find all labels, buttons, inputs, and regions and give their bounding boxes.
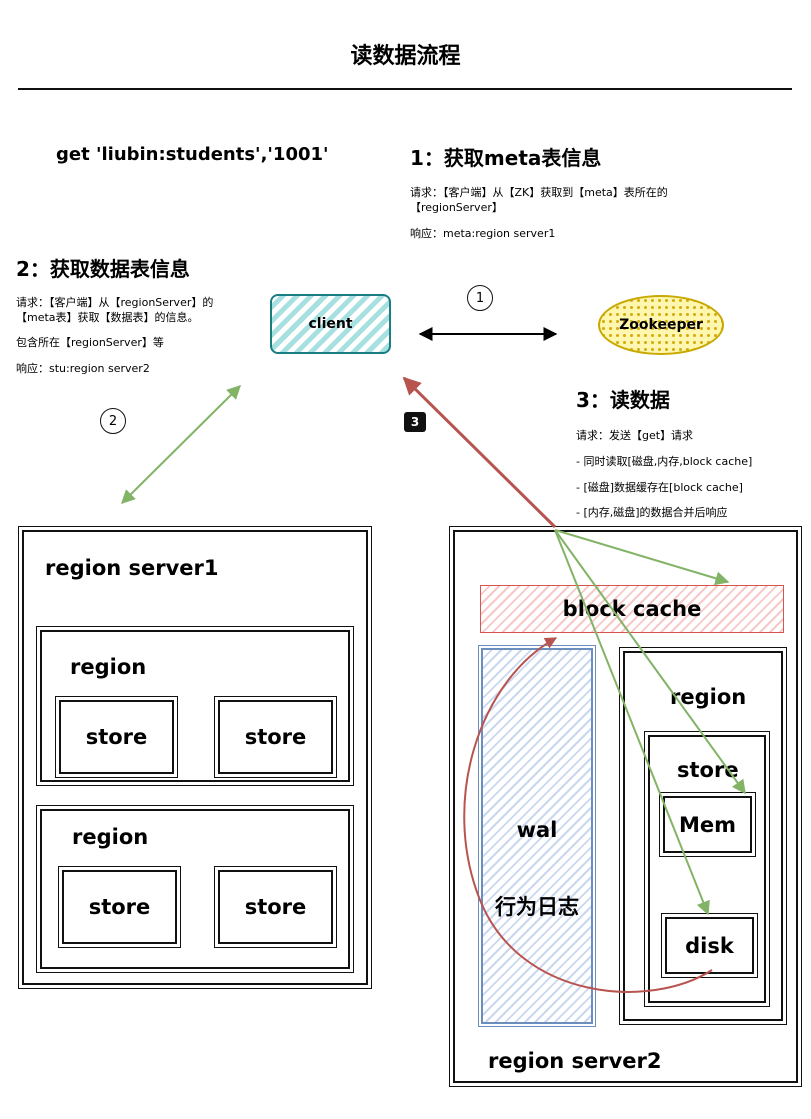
wal-subtitle: 行为日志 bbox=[495, 895, 579, 919]
rs2-store bbox=[644, 731, 770, 1007]
step2-heading: 2：获取数据表信息 bbox=[16, 257, 190, 281]
step1-request-line2: 【regionServer】 bbox=[410, 201, 503, 214]
block-cache: block cache bbox=[480, 585, 784, 633]
client-node[interactable]: client bbox=[270, 294, 391, 354]
read-mem-arrow bbox=[554, 529, 746, 795]
rs1-region-1-label: region bbox=[70, 655, 147, 679]
client-rs1-arrow bbox=[121, 385, 241, 504]
step2-response: 响应：stu:region server2 bbox=[16, 362, 150, 375]
rs1-region-1-store-2: store bbox=[214, 696, 337, 778]
step3-item1: - 同时读取[磁盘,内存,block cache] bbox=[576, 455, 753, 468]
step1-response: 响应：meta:region server1 bbox=[410, 227, 556, 240]
step3-request: 请求：发送【get】请求 bbox=[576, 429, 694, 442]
step2-request-line1: 请求：【客户端】从【regionServer】的 bbox=[16, 296, 214, 309]
response-arrow bbox=[402, 376, 557, 529]
rs1-region-2-store-1: store bbox=[58, 866, 181, 948]
step1-request-line1: 请求：【客户端】从【ZK】获取到【meta】表所在的 bbox=[410, 186, 668, 199]
wal-label: wal bbox=[516, 818, 558, 842]
disk-to-blockcache-arrow bbox=[463, 637, 713, 993]
read-blockcache-arrow bbox=[554, 529, 730, 586]
rs1-region-2 bbox=[36, 805, 354, 973]
step1-heading: 1：获取meta表信息 bbox=[410, 146, 602, 170]
wal-log bbox=[478, 645, 596, 1027]
query-text: get 'liubin:students','1001' bbox=[56, 144, 329, 165]
rs1-region-1 bbox=[36, 626, 354, 786]
step3-item2: - [磁盘]数据缓存在[block cache] bbox=[576, 481, 743, 494]
page-title: 读数据流程 bbox=[350, 44, 461, 69]
step3-heading: 3：读数据 bbox=[576, 388, 670, 412]
step2-request-line3: 包含所在【regionServer】等 bbox=[16, 336, 164, 349]
rs2-region bbox=[619, 647, 787, 1025]
region-server2-label: region server2 bbox=[488, 1049, 662, 1073]
rs1-region-2-store-2: store bbox=[214, 866, 337, 948]
rs2-region-label: region bbox=[670, 685, 747, 709]
title-divider bbox=[18, 88, 792, 90]
rs1-region-2-label: region bbox=[72, 825, 149, 849]
zookeeper-label: Zookeeper bbox=[619, 317, 703, 333]
region-server1 bbox=[18, 526, 372, 989]
region-server1-label: region server1 bbox=[45, 556, 219, 580]
client-label: client bbox=[308, 316, 353, 332]
zookeeper-node[interactable]: Zookeeper bbox=[598, 295, 724, 355]
step2-request-line2: 【meta表】获取【数据表】的信息。 bbox=[16, 311, 199, 324]
step1-marker: 1 bbox=[467, 285, 493, 311]
step3-item3: - [内存,磁盘]的数据合并后响应 bbox=[576, 506, 728, 519]
memstore: Mem bbox=[659, 792, 756, 857]
disk-storefile: disk bbox=[661, 913, 758, 978]
rs1-region-1-store-1: store bbox=[55, 696, 178, 778]
read-disk-arrow bbox=[554, 529, 710, 916]
region-server2 bbox=[449, 526, 802, 1087]
step3-marker: 3 bbox=[404, 412, 426, 432]
